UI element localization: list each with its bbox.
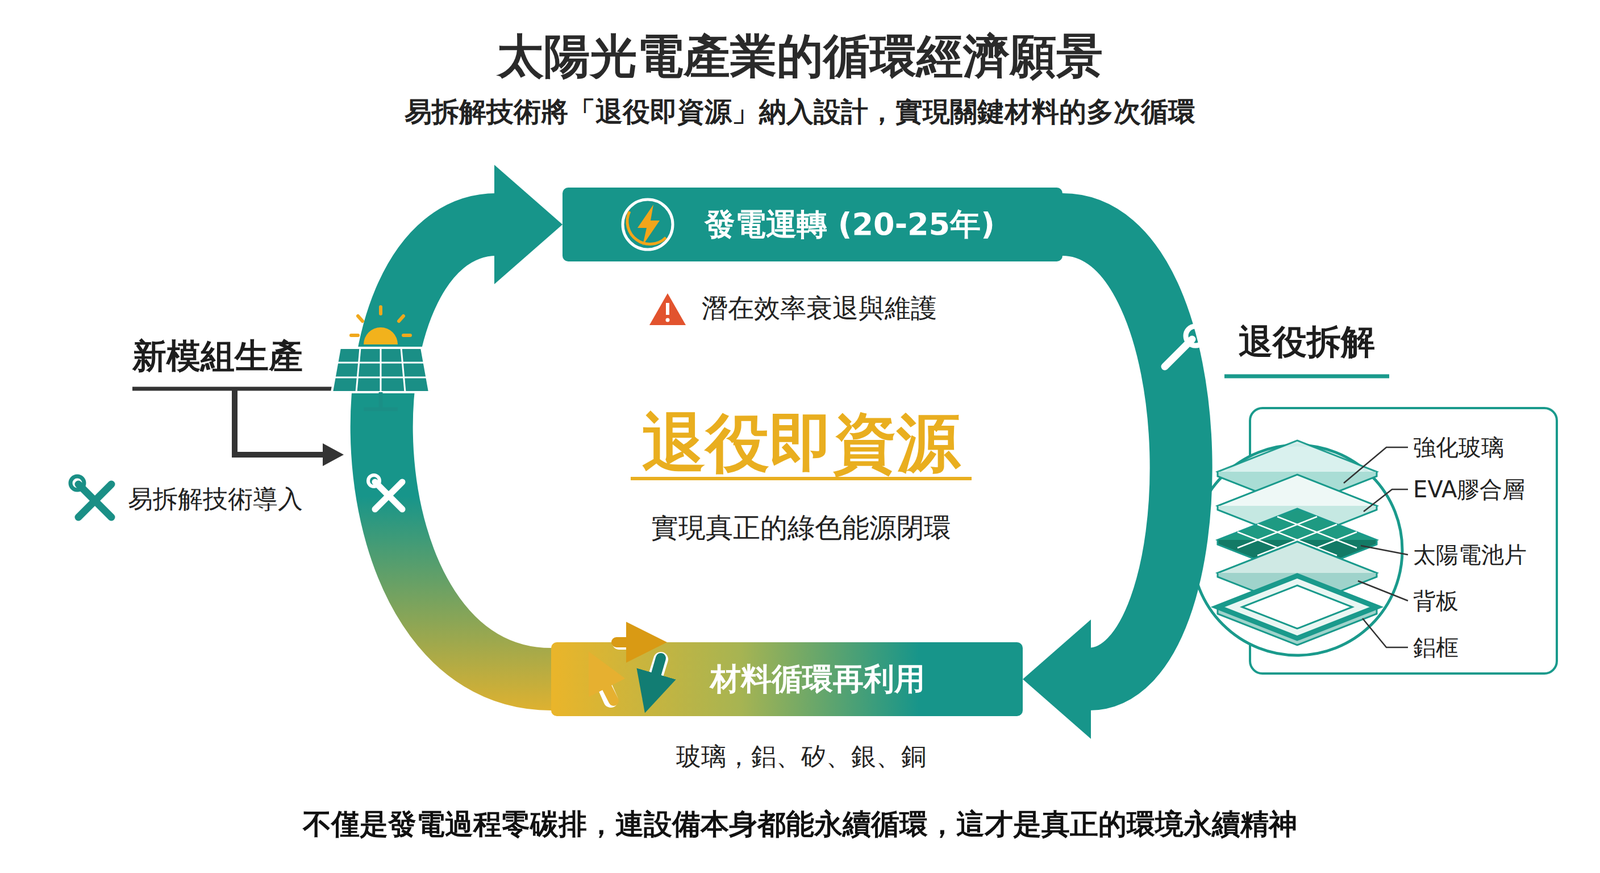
sub-headline: 實現真正的綠色能源閉環 xyxy=(651,511,952,545)
part-label: 太陽電池片 xyxy=(1413,540,1527,569)
cycle-band xyxy=(381,224,552,679)
stage-label: 退役拆解 xyxy=(1238,321,1375,362)
tool-icon xyxy=(70,476,112,518)
entry-arrowhead xyxy=(322,443,344,466)
part-label: 鋁框 xyxy=(1413,633,1459,661)
underline xyxy=(1224,374,1390,379)
underline xyxy=(132,386,339,391)
band-text: 發電運轉 (20-25年) xyxy=(704,206,995,244)
arrowhead xyxy=(494,164,563,285)
stage-label: 新模組生產 xyxy=(132,335,303,377)
cycle-arrow xyxy=(1022,224,1182,739)
part-label: 背板 xyxy=(1413,586,1459,615)
wrench-icon xyxy=(1164,326,1206,367)
arrowhead xyxy=(1022,619,1091,739)
leader-lines xyxy=(1343,447,1408,648)
warning-note: 潛在效率衰退與維護 xyxy=(701,292,937,324)
part-label: EVA膠合層 xyxy=(1413,475,1525,503)
entry-arrow xyxy=(234,388,324,455)
diagram-caption: 不僅是發電過程零碳排，連設備本身都能永續循環，這才是真正的環境永續精神 xyxy=(302,806,1298,841)
subtitle: 易拆解技術將「退役即資源」納入設計，實現關鍵材料的多次循環 xyxy=(404,95,1196,129)
band-text: 材料循環再利用 xyxy=(710,660,925,698)
headline: 退役即資源 xyxy=(642,404,961,481)
zoom-circle xyxy=(1192,444,1403,656)
material-list: 玻璃，鋁、矽、銀、銅 xyxy=(676,741,927,772)
cycle-arrow xyxy=(381,164,563,679)
stage-band: 發電運轉 (20-25年) xyxy=(562,187,1063,262)
cycle-band xyxy=(1062,224,1182,679)
panel-box xyxy=(1250,407,1557,674)
stage-band: 材料循環再利用 xyxy=(551,642,1023,716)
note-label: 易拆解技術導入 xyxy=(127,484,303,515)
part-label: 強化玻璃 xyxy=(1413,433,1504,461)
module-layers xyxy=(1217,440,1377,645)
solar-panel-icon xyxy=(331,306,430,410)
tool-icon xyxy=(368,475,403,510)
diagram-title: 太陽光電產業的循環經濟願景 xyxy=(497,28,1103,85)
warning-icon xyxy=(649,293,686,325)
